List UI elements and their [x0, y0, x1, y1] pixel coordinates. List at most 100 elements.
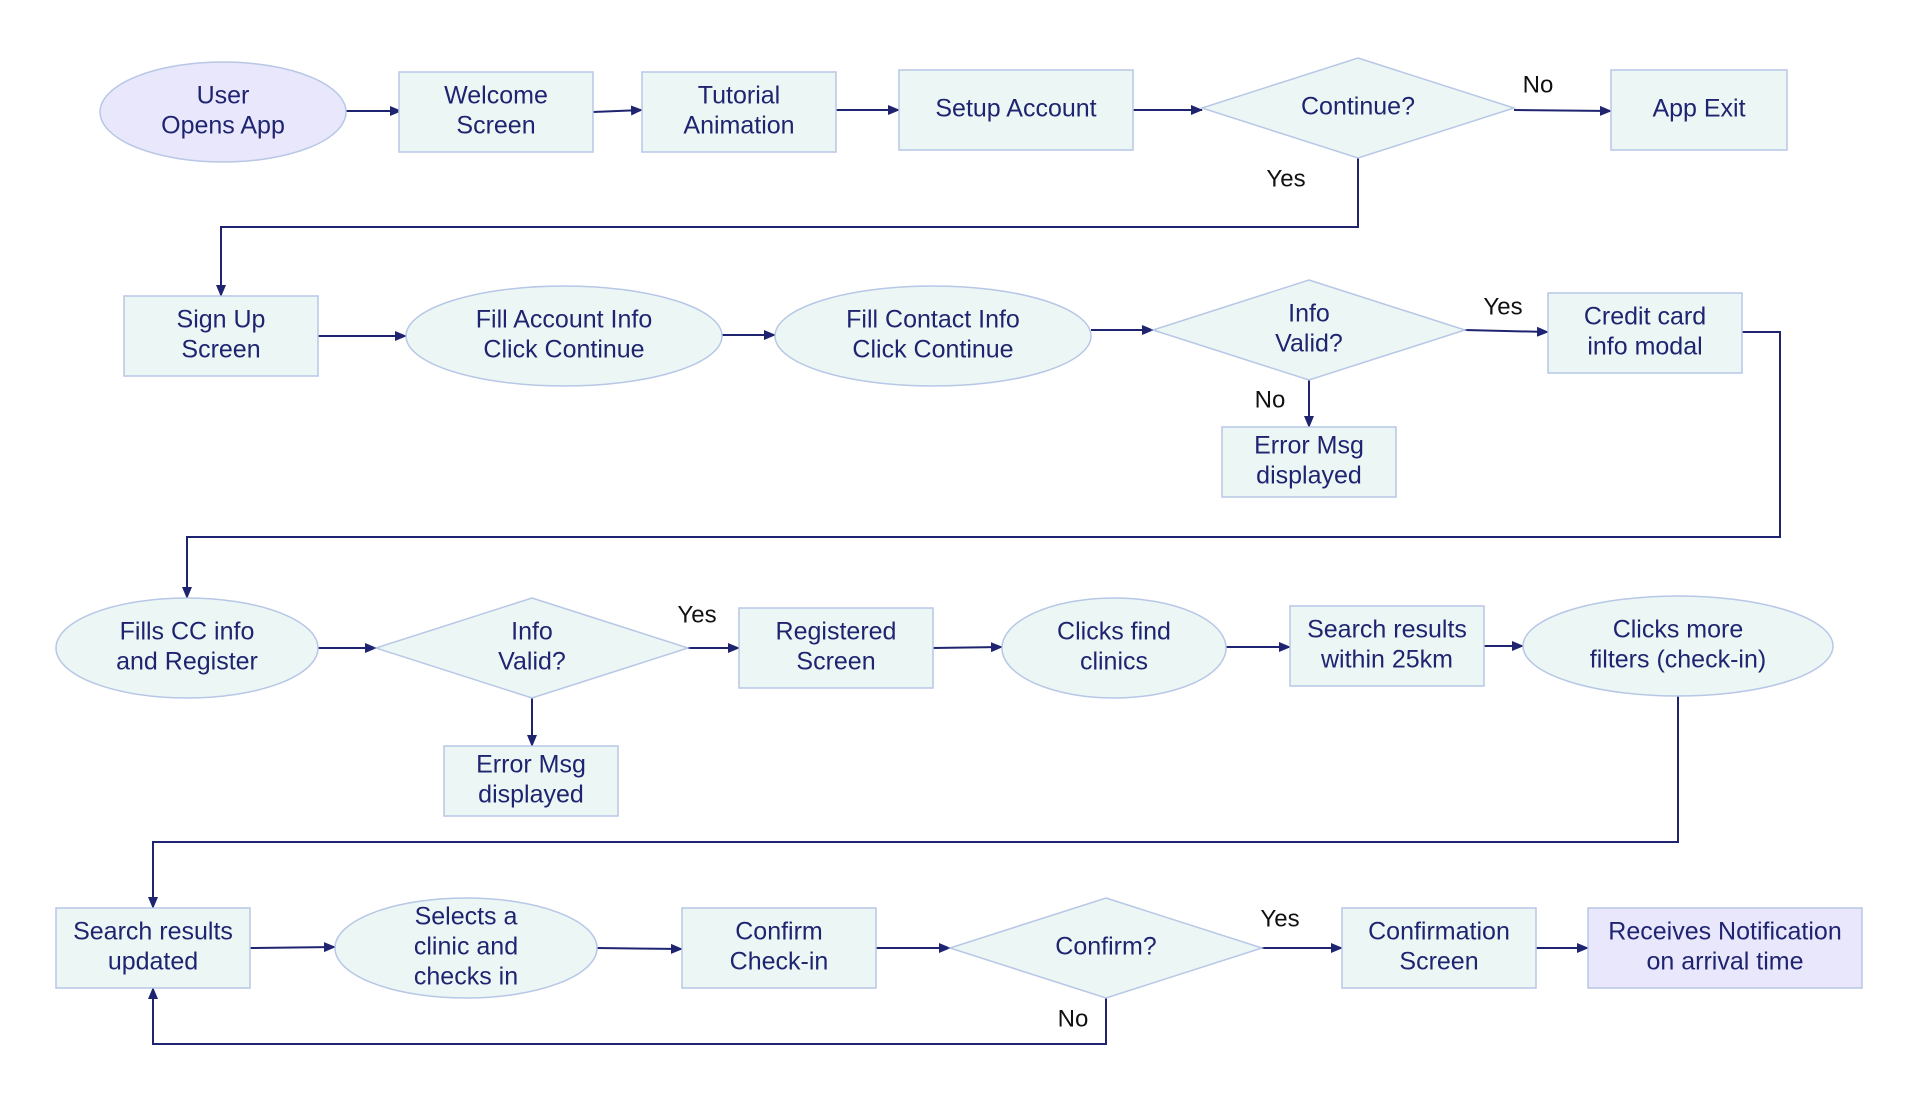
- node-label: Confirmation: [1368, 918, 1510, 946]
- node-label: User: [197, 82, 250, 110]
- node-label: Fill Account Info: [476, 306, 652, 334]
- ellipse-shape: [99, 61, 347, 163]
- node-label: Error Msg: [1254, 432, 1364, 460]
- ellipse-shape: [55, 597, 319, 699]
- node-label: Welcome: [444, 82, 548, 110]
- node-label: Check-in: [730, 948, 829, 976]
- node-label: Selects a: [415, 903, 518, 931]
- rect-shape: [738, 607, 934, 689]
- rect-shape: [55, 907, 251, 989]
- ellipse-shape: [1001, 597, 1227, 699]
- node-label: filters (check-in): [1590, 646, 1766, 674]
- diamond-shape: [947, 897, 1265, 999]
- edge-label-no: No: [1255, 386, 1286, 413]
- node-continue-decision: Continue?: [1199, 57, 1517, 159]
- rect-shape: [641, 71, 837, 153]
- rect-shape: [398, 71, 594, 153]
- node-label: Screen: [796, 648, 875, 676]
- edge-continue-decision-to-app-exit: [1513, 105, 1612, 116]
- rect-shape: [1610, 69, 1788, 151]
- node-label: Click Continue: [483, 336, 644, 364]
- node-label: Search results: [1307, 616, 1467, 644]
- node-label: Click Continue: [852, 336, 1013, 364]
- node-label: Valid?: [1275, 330, 1343, 358]
- rect-shape: [1341, 907, 1537, 989]
- node-label: clinic and: [414, 933, 518, 961]
- node-label: clinics: [1080, 648, 1148, 676]
- edge-selects-clinic-to-confirm-check-in: [596, 943, 683, 954]
- node-label: Animation: [683, 112, 794, 140]
- edge-label-yes: Yes: [1483, 293, 1522, 320]
- node-label: Info: [511, 618, 553, 646]
- edge-info-valid-1-to-credit-card-modal: [1464, 326, 1549, 337]
- node-label: displayed: [478, 781, 584, 809]
- node-app-exit: App Exit: [1610, 69, 1788, 151]
- node-label: checks in: [414, 963, 518, 991]
- node-label: Credit card: [1584, 303, 1706, 331]
- diamond-shape: [1199, 57, 1517, 159]
- edges: [148, 105, 1781, 1045]
- ellipse-shape: [774, 285, 1092, 387]
- edge-search-results-25km-to-clicks-more-filters: [148, 696, 1679, 909]
- node-label: Receives Notification: [1608, 918, 1841, 946]
- rect-shape: [1587, 907, 1863, 989]
- node-label: info modal: [1587, 333, 1702, 361]
- node-setup-account: Setup Account: [898, 69, 1134, 151]
- edge-label-no: No: [1058, 1005, 1089, 1032]
- node-label: Tutorial: [698, 82, 780, 110]
- ellipse-shape: [1522, 595, 1834, 697]
- edge-info-valid-2-to-error-msg-2: [932, 642, 1003, 653]
- ellipse-shape: [334, 897, 598, 999]
- node-label: Info: [1288, 300, 1330, 328]
- node-confirm-decision: Confirm?: [947, 897, 1265, 999]
- node-label: within 25km: [1320, 646, 1453, 674]
- edge-label-yes: Yes: [1266, 165, 1305, 192]
- rect-shape: [1289, 605, 1485, 687]
- node-label: on arrival time: [1647, 948, 1804, 976]
- edge-label-no: No: [1523, 71, 1554, 98]
- node-label: Screen: [1399, 948, 1478, 976]
- node-label: Confirm?: [1055, 933, 1156, 961]
- node-label: Setup Account: [935, 95, 1096, 123]
- node-label: Sign Up: [177, 306, 266, 334]
- node-label: Screen: [456, 112, 535, 140]
- rect-shape: [898, 69, 1134, 151]
- node-label: Continue?: [1301, 93, 1415, 121]
- edge-welcome-screen-to-tutorial-animation: [592, 105, 643, 116]
- ellipse-shape: [405, 285, 723, 387]
- node-label: Clicks more: [1613, 616, 1744, 644]
- node-label: Confirm: [735, 918, 823, 946]
- rect-shape: [123, 295, 319, 377]
- edge-confirm-decision-to-search-results-updated: [148, 987, 1107, 1045]
- node-label: Registered: [776, 618, 897, 646]
- edge-label-yes: Yes: [677, 601, 716, 628]
- node-label: App Exit: [1652, 95, 1745, 123]
- rect-shape: [1547, 292, 1743, 374]
- node-label: updated: [108, 948, 198, 976]
- edge-credit-card-modal-to-fills-cc-info: [182, 331, 1781, 599]
- node-label: Valid?: [498, 648, 566, 676]
- node-label: Error Msg: [476, 751, 586, 779]
- diamond-shape: [373, 597, 691, 699]
- edge-search-results-updated-to-selects-clinic: [249, 942, 336, 953]
- node-label: and Register: [116, 648, 258, 676]
- node-label: displayed: [1256, 462, 1362, 490]
